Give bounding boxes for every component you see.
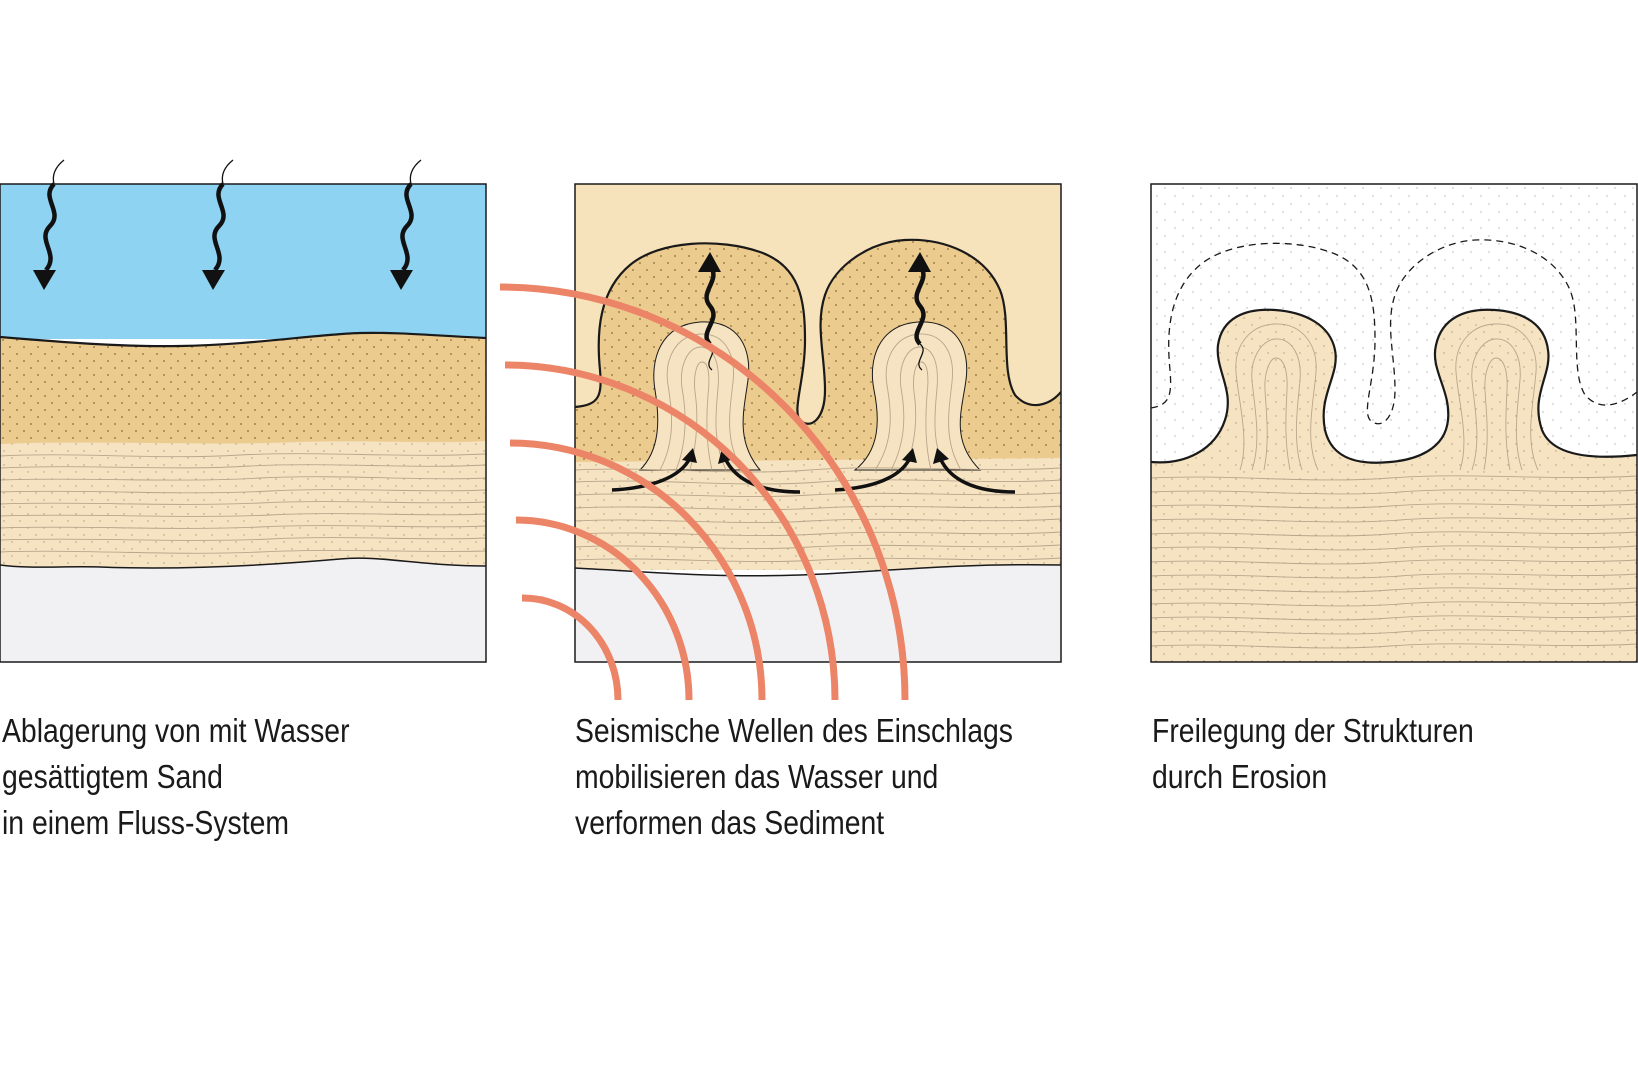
panel-2-frame [574, 183, 1062, 663]
panel-erosion [1151, 184, 1637, 662]
caption-2-line-3: verformen das Sediment [575, 804, 885, 841]
caption-1-line-2: gesättigtem Sand [2, 758, 223, 795]
seismic-wave-3 [509, 439, 766, 701]
flow-arrow-2 [723, 457, 801, 494]
caption-2-line-1: Seismische Wellen des Einschlags [575, 712, 1013, 749]
panel-deposition [0, 184, 486, 662]
bedrock-layer-2 [575, 564, 1061, 662]
caption-deposition: Ablagerung von mit Wasser gesättigtem Sa… [2, 708, 350, 846]
seismic-waves [499, 283, 909, 701]
seismic-wave-4 [504, 361, 839, 701]
infiltration-arrow-2 [202, 159, 234, 290]
infiltration-arrow-1 [33, 159, 65, 290]
erosion-surface [1151, 308, 1637, 464]
seismic-wave-1 [521, 594, 622, 701]
caption-3-line-1: Freilegung der Strukturen [1152, 712, 1474, 749]
seismic-wave-2 [515, 516, 693, 701]
caption-3-line-2: durch Erosion [1152, 758, 1328, 795]
flow-arrow-1 [611, 457, 692, 492]
bedrock-layer [0, 558, 486, 662]
panel-3-frame [1150, 183, 1638, 663]
caption-1-line-1: Ablagerung von mit Wasser [2, 712, 350, 749]
caption-2-line-2: mobilisieren das Wasser und [575, 758, 939, 795]
flow-arrow-4 [938, 457, 1016, 494]
water-escape-arrows [698, 252, 931, 371]
water-sand-boundary [0, 331, 486, 348]
water-infiltration-arrows [33, 159, 422, 290]
water-layer [0, 184, 486, 339]
caption-erosion: Freilegung der Strukturen durch Erosion [1152, 708, 1474, 800]
former-sand-outline [1151, 239, 1637, 425]
water-escape-arrow-right [918, 343, 924, 371]
caption-1-line-3: in einem Fluss-System [2, 804, 290, 841]
panel-1-frame [0, 183, 487, 663]
exposed-laminae [1151, 323, 1637, 649]
sediment-laminae-2 [575, 467, 1061, 562]
seismic-wave-5 [499, 283, 909, 701]
sediment-bedrock-boundary [0, 557, 486, 569]
caption-seismic: Seismische Wellen des Einschlags mobilis… [575, 708, 1013, 846]
infiltration-arrow-3 [390, 159, 422, 290]
sediment-laminae [0, 453, 486, 554]
